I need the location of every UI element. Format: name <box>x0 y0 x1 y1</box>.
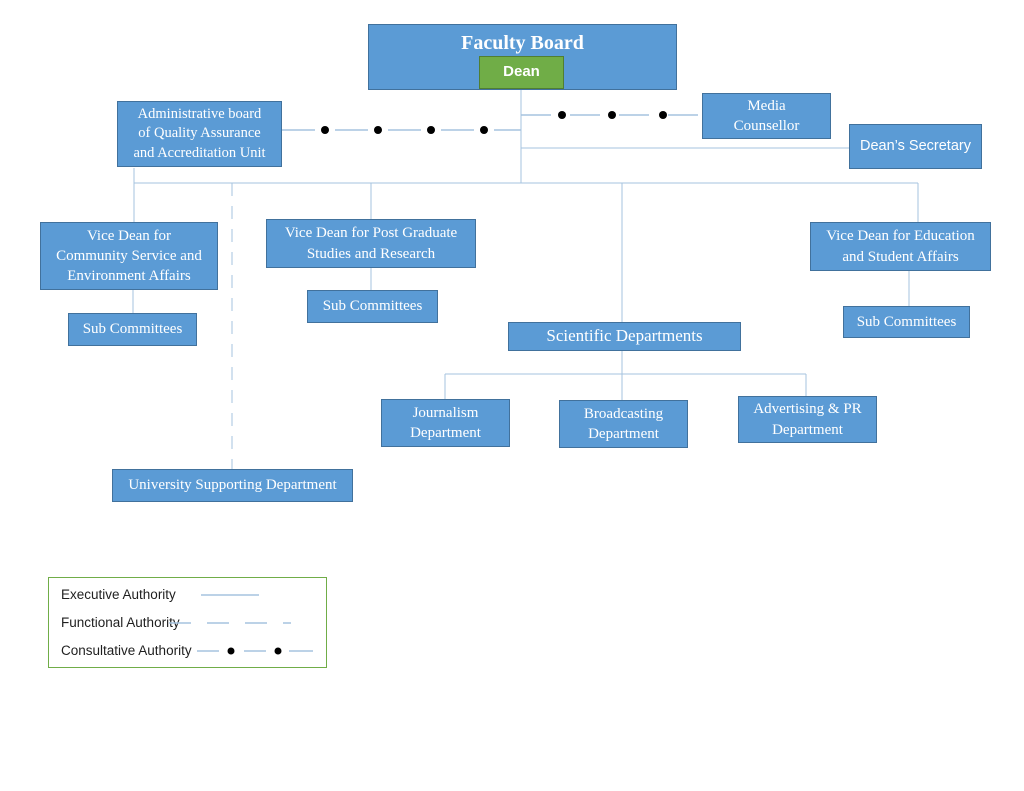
node-label: Journalism Department <box>410 404 481 441</box>
consultative-dot <box>321 126 329 134</box>
node-label: Vice Dean for Education and Student Affa… <box>826 228 975 265</box>
node-label: Vice Dean for Post Graduate Studies and … <box>284 225 458 262</box>
consultative-dot <box>427 126 435 134</box>
node-label: Media Counsellor <box>733 97 800 134</box>
node-label: Sub Committees <box>856 313 957 330</box>
node-label: Sub Committees <box>322 298 423 315</box>
node-label: Dean <box>503 63 540 81</box>
node-scientific-departments: Scientific Departments <box>508 322 741 351</box>
legend-label-consultative: Consultative Authority <box>61 643 192 658</box>
node-university-supporting-department: University Supporting Department <box>112 469 353 502</box>
node-label: Broadcasting Department <box>583 405 664 442</box>
node-label: Administrative board of Quality Assuranc… <box>133 105 266 161</box>
consultative-dot <box>480 126 488 134</box>
legend-dot <box>274 647 282 655</box>
legend-dot <box>227 647 235 655</box>
node-broadcasting-department: Broadcasting Department <box>559 400 688 448</box>
node-label: Faculty Board <box>461 32 584 54</box>
node-journalism-department: Journalism Department <box>381 399 510 447</box>
legend-label-functional: Functional Authority <box>61 615 180 630</box>
node-admin-quality-board: Administrative board of Quality Assuranc… <box>117 101 282 167</box>
node-dean: Dean <box>479 56 564 89</box>
node-media-counsellor: Media Counsellor <box>702 93 831 139</box>
legend-line-samples <box>169 594 313 655</box>
consultative-dot <box>659 111 667 119</box>
node-deans-secretary: Dean’s Secretary <box>849 124 982 169</box>
consultative-dot <box>374 126 382 134</box>
consultative-dot <box>608 111 616 119</box>
consultative-dot <box>558 111 566 119</box>
node-advertising-pr-department: Advertising & PR Department <box>738 396 877 443</box>
node-sub-committees-education: Sub Committees <box>843 306 970 338</box>
node-label: Scientific Departments <box>546 326 703 346</box>
node-label: Dean’s Secretary <box>860 137 971 154</box>
node-label: Sub Committees <box>82 321 183 338</box>
node-label: University Supporting Department <box>128 477 337 494</box>
legend-label-executive: Executive Authority <box>61 587 176 602</box>
node-sub-committees-postgrad: Sub Committees <box>307 290 438 323</box>
node-sub-committees-community: Sub Committees <box>68 313 197 346</box>
node-label: Vice Dean for Community Service and Envi… <box>56 227 202 285</box>
node-vice-dean-community: Vice Dean for Community Service and Envi… <box>40 222 218 290</box>
legend-box: Executive Authority Functional Authority… <box>48 577 327 668</box>
node-vice-dean-postgrad: Vice Dean for Post Graduate Studies and … <box>266 219 476 268</box>
node-vice-dean-education: Vice Dean for Education and Student Affa… <box>810 222 991 271</box>
node-label: Advertising & PR Department <box>753 401 862 438</box>
